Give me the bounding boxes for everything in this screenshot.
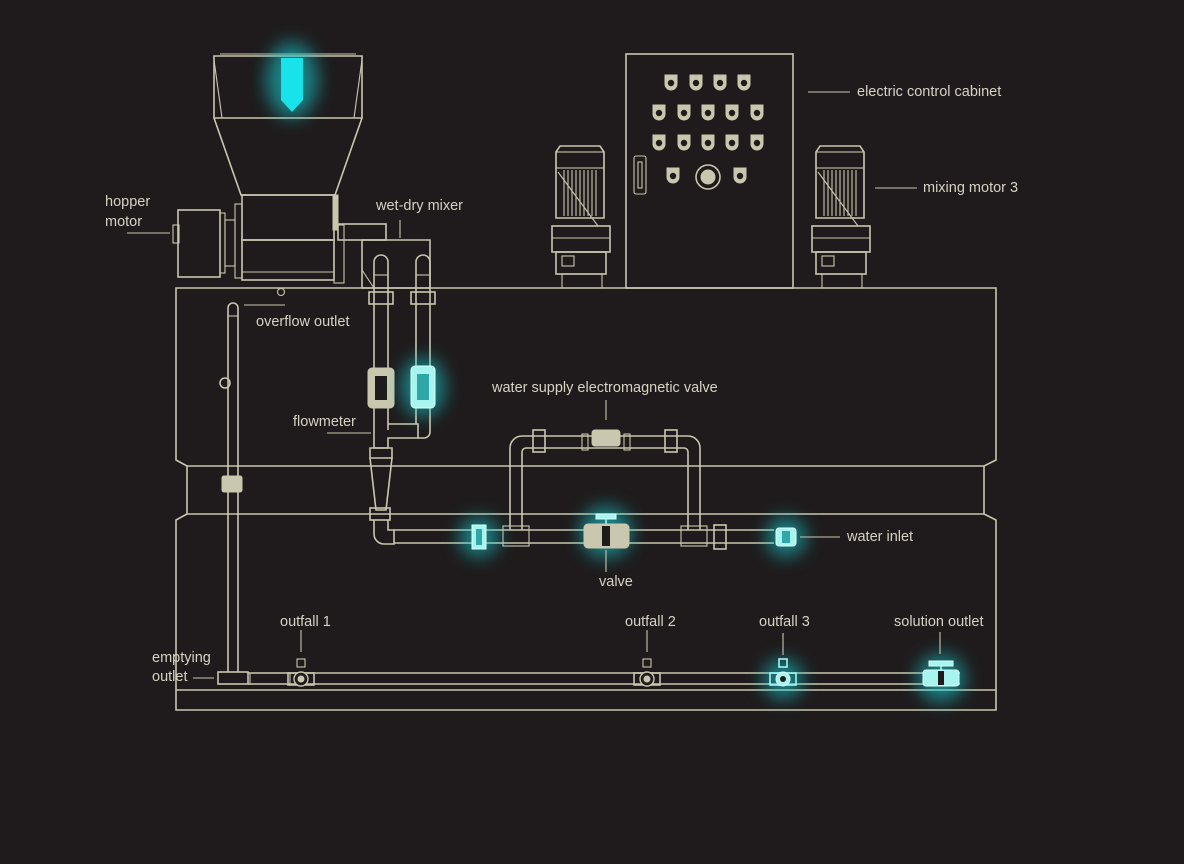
flowmeter-pipes <box>368 254 436 430</box>
cabinet-switch-icon <box>713 74 727 91</box>
outfall-1-valve <box>287 658 315 687</box>
label-emptying-outlet-line1: emptying <box>152 650 211 666</box>
outfall-2-valve <box>633 658 661 687</box>
cabinet-switch-icon <box>733 167 747 184</box>
discharge-manifold <box>248 672 960 685</box>
cabinet-switch-icon <box>677 104 691 121</box>
label-outfall-1: outfall 1 <box>280 614 331 630</box>
label-wet-dry-mixer: wet-dry mixer <box>375 198 463 214</box>
outfall-3-valve <box>763 658 803 699</box>
electric-control-cabinet <box>625 53 794 289</box>
cabinet-switch-icon <box>750 134 764 151</box>
label-outfall-3: outfall 3 <box>759 614 810 630</box>
flowmeter-tee <box>369 416 431 545</box>
mixing-motor-3 <box>811 145 871 289</box>
cabinet-switch-icon <box>652 134 666 151</box>
label-water-inlet: water inlet <box>846 529 913 545</box>
cabinet-switch-icon <box>701 104 715 121</box>
tank-body <box>175 287 997 711</box>
cabinet-switch-icon <box>666 167 680 184</box>
cabinet-switch-icon <box>652 104 666 121</box>
label-mixing-motor-3: mixing motor 3 <box>923 180 1018 196</box>
inlet-union-left <box>459 517 499 557</box>
overflow-pipe <box>217 302 249 685</box>
label-hopper-motor-line2: motor <box>105 214 142 230</box>
main-valve <box>580 506 632 558</box>
label-valve: valve <box>599 574 633 590</box>
cabinet-switch-icon <box>689 74 703 91</box>
cabinet-switch-icon <box>750 104 764 121</box>
label-flowmeter: flowmeter <box>293 414 356 430</box>
water-inlet-union <box>766 517 806 557</box>
labels: hopper motor wet-dry mixer electric cont… <box>105 84 1018 685</box>
flange-right <box>713 524 727 550</box>
cabinet-switch-icon <box>701 134 715 151</box>
solution-outlet-valve <box>917 654 965 702</box>
label-overflow-outlet: overflow outlet <box>256 314 350 330</box>
label-water-supply-valve: water supply electromagnetic valve <box>491 380 718 396</box>
hopper-feed-arrow <box>266 42 318 118</box>
cabinet-switch-icon <box>725 104 739 121</box>
hopper-motor <box>172 203 243 279</box>
label-electric-control-cabinet: electric control cabinet <box>857 84 1001 100</box>
cabinet-switch-grid <box>652 74 764 184</box>
cabinet-switch-icon <box>737 74 751 91</box>
mixing-motor-1 <box>551 145 611 289</box>
label-emptying-outlet-line2: outlet <box>152 669 187 685</box>
cabinet-switch-icon <box>677 134 691 151</box>
flowmeter-right <box>401 357 445 417</box>
flowmeter-left <box>367 367 395 409</box>
leader-lines <box>127 91 941 679</box>
cabinet-switch-icon <box>664 74 678 91</box>
label-solution-outlet: solution outlet <box>894 614 983 630</box>
bypass-line <box>502 429 708 547</box>
label-hopper-motor-line1: hopper <box>105 194 150 210</box>
label-outfall-2: outfall 2 <box>625 614 676 630</box>
cabinet-switch-icon <box>725 134 739 151</box>
